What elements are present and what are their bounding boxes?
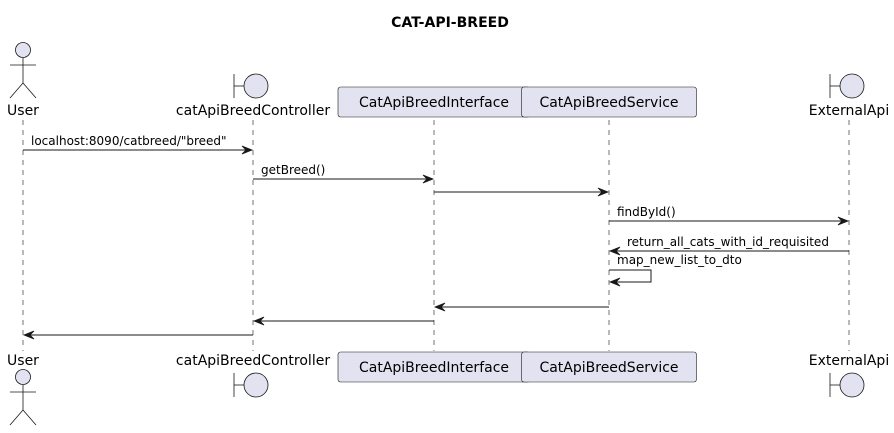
participant-label: CatApiBreedInterface <box>359 360 509 376</box>
diagram-title: CAT-API-BREED <box>391 15 509 31</box>
participant-interface-bottom: CatApiBreedInterface <box>337 351 531 383</box>
arrow-head <box>608 277 621 287</box>
message-8 <box>252 316 434 326</box>
participant-controller-bottom: catApiBreedController <box>176 353 330 398</box>
message-5: return_all_cats_with_id_requisited <box>608 235 849 256</box>
arrow-head <box>597 187 610 197</box>
arrow-head <box>837 216 850 226</box>
arrow-head <box>433 302 446 312</box>
message-6: map_new_list_to_dto <box>608 253 742 287</box>
actor-icon <box>9 42 37 99</box>
message-1: localhost:8090/catbreed/"breed" <box>23 134 254 155</box>
participant-label: CatApiBreedService <box>539 360 678 376</box>
participant-label: CatApiBreedInterface <box>359 95 509 111</box>
participant-user-top: User <box>7 42 39 119</box>
participant-label: catApiBreedController <box>176 103 330 119</box>
boundary-icon <box>233 73 269 99</box>
messages: localhost:8090/catbreed/"breed" getBreed(… <box>22 134 850 340</box>
participant-label: User <box>7 353 39 369</box>
arrow-head <box>252 316 265 326</box>
participant-label: catApiBreedController <box>176 353 330 369</box>
participant-external-bottom: ExternalApi <box>809 353 889 398</box>
participants-top: User catApiBreedController CatApiBreedInte… <box>7 42 889 119</box>
message-label: localhost:8090/catbreed/"breed" <box>31 134 227 148</box>
arrow-head <box>22 330 35 340</box>
participant-external-top: ExternalApi <box>809 73 889 119</box>
arrow-head <box>608 246 621 256</box>
participant-label: ExternalApi <box>809 353 889 369</box>
message-2: getBreed() <box>253 163 435 184</box>
participant-service-top: CatApiBreedService <box>521 86 697 118</box>
boundary-icon <box>829 372 865 398</box>
participant-label: CatApiBreedService <box>539 95 678 111</box>
participant-user-bottom: User <box>7 353 39 426</box>
message-label: getBreed() <box>261 163 325 177</box>
participant-label: ExternalApi <box>809 103 889 119</box>
boundary-icon <box>829 73 865 99</box>
message-7 <box>433 302 609 312</box>
participant-service-bottom: CatApiBreedService <box>521 351 697 383</box>
message-line <box>609 269 652 283</box>
message-9 <box>22 330 253 340</box>
participant-box <box>521 86 697 118</box>
message-label: findById() <box>617 205 676 219</box>
arrow-head <box>422 174 435 184</box>
participant-box <box>521 351 697 383</box>
message-label: return_all_cats_with_id_requisited <box>627 235 829 249</box>
arrow-head <box>241 145 254 155</box>
participant-controller-top: catApiBreedController <box>176 73 330 119</box>
message-3 <box>434 187 610 197</box>
message-4: findById() <box>609 205 850 226</box>
lifelines <box>22 120 850 351</box>
participants-bottom: User catApiBreedController CatApiBreedInte… <box>7 351 889 426</box>
actor-icon <box>9 369 37 426</box>
boundary-icon <box>233 372 269 398</box>
participant-interface-top: CatApiBreedInterface <box>337 86 531 118</box>
message-label: map_new_list_to_dto <box>617 253 742 267</box>
participant-label: User <box>7 103 39 119</box>
